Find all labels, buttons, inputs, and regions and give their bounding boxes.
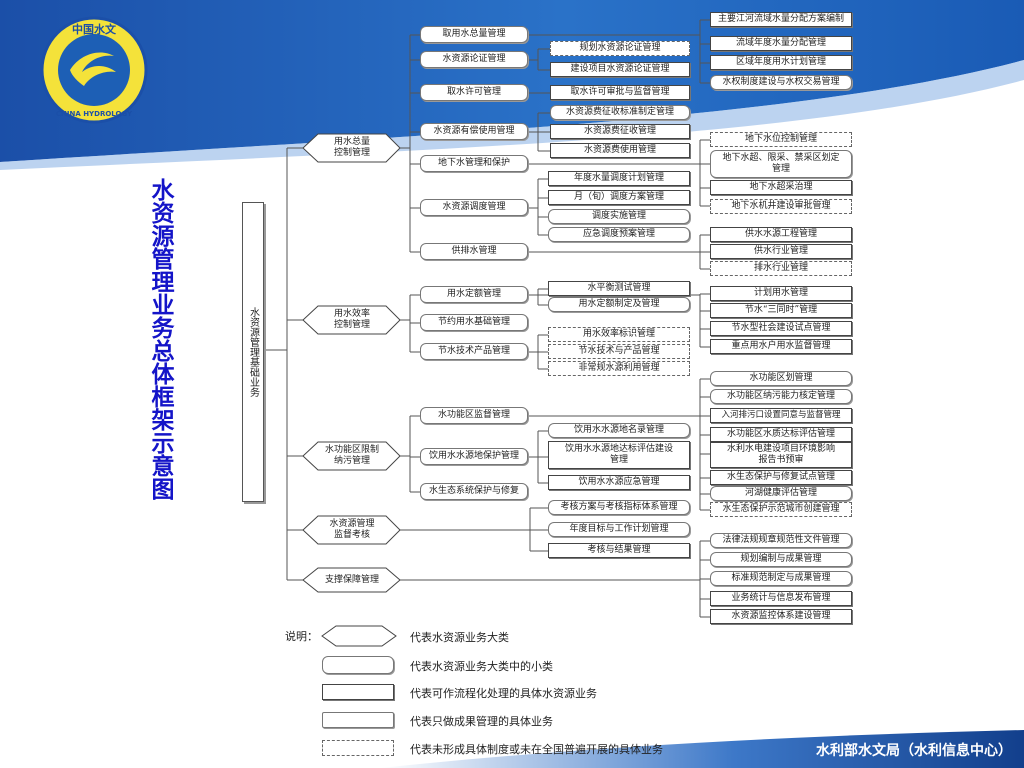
middle-node: 规划水资源论证管理 bbox=[550, 41, 690, 56]
middle-node: 取水许可审批与监督管理 bbox=[550, 85, 690, 100]
subcat-node: 取水许可管理 bbox=[420, 84, 528, 101]
right-node: 地下水机井建设审批管理 bbox=[710, 199, 852, 214]
right-node: 节水“三同时”管理 bbox=[710, 303, 852, 318]
legend-category-shape bbox=[321, 625, 397, 647]
middle-node: 水平衡测试管理 bbox=[548, 281, 690, 296]
subcat-node: 取用水总量管理 bbox=[420, 26, 528, 43]
category-shape bbox=[302, 133, 401, 163]
subcat-node: 节水技术产品管理 bbox=[420, 343, 528, 360]
right-node: 法律法规规章规范性文件管理 bbox=[710, 533, 852, 548]
middle-node: 节水技术与产品管理 bbox=[548, 344, 690, 359]
right-node: 节水型社会建设试点管理 bbox=[710, 321, 852, 336]
subcat-node: 水资源有偿使用管理 bbox=[420, 123, 528, 140]
middle-node: 年度水量调度计划管理 bbox=[548, 171, 690, 186]
middle-node: 考核与结果管理 bbox=[548, 543, 690, 558]
subcat-node: 水资源论证管理 bbox=[420, 51, 528, 68]
legend-text-process: 代表可作流程化处理的具体水资源业务 bbox=[410, 687, 597, 700]
right-node: 供水行业管理 bbox=[710, 244, 852, 259]
legend-leaf-sample bbox=[322, 684, 394, 700]
legend-subcat-sample bbox=[322, 656, 394, 674]
logo-cn-text: 中国水文 bbox=[72, 22, 117, 36]
china-hydrology-logo: 中国水文 CHINA HYDROLOGY bbox=[40, 16, 148, 124]
right-node: 业务统计与信息发布管理 bbox=[710, 591, 852, 606]
subcat-node: 水生态系统保护与修复 bbox=[420, 483, 528, 500]
right-node: 流域年度水量分配管理 bbox=[710, 36, 852, 51]
category-pollution-limit: 水功能区限制 纳污管理 bbox=[324, 445, 379, 466]
right-node: 水功能区水质达标评估管理 bbox=[710, 427, 852, 442]
right-node: 地下水超采治理 bbox=[710, 180, 852, 195]
middle-node: 用水定额制定及管理 bbox=[548, 297, 690, 312]
right-node: 计划用水管理 bbox=[710, 286, 852, 301]
category-shape bbox=[302, 305, 401, 335]
subcat-node: 饮用水水源地保护管理 bbox=[420, 448, 528, 465]
subcat-node: 水功能区监督管理 bbox=[420, 407, 528, 424]
middle-node: 考核方案与考核指标体系管理 bbox=[548, 500, 690, 515]
right-node: 水生态保护与修复试点管理 bbox=[710, 470, 852, 485]
category-water-efficiency: 用水效率 控制管理 bbox=[333, 309, 370, 330]
category-shape bbox=[302, 567, 401, 593]
legend-text-result: 代表只做成果管理的具体业务 bbox=[410, 715, 553, 728]
middle-node: 水资源费使用管理 bbox=[550, 143, 690, 158]
logo-en-text: CHINA HYDROLOGY bbox=[56, 110, 133, 118]
right-node: 主要江河流域水量分配方案编制 bbox=[710, 12, 852, 27]
middle-node: 建设项目水资源论证管理 bbox=[550, 62, 690, 77]
right-node: 规划编制与成果管理 bbox=[710, 552, 852, 567]
category-support: 支撑保障管理 bbox=[324, 574, 379, 585]
middle-node: 水资源费征收管理 bbox=[550, 124, 690, 139]
right-node: 地下水位控制管理 bbox=[710, 132, 852, 147]
right-node: 区域年度用水计划管理 bbox=[710, 55, 852, 70]
root-node: 水资源管理基础业务 bbox=[242, 202, 264, 502]
middle-node: 年度目标与工作计划管理 bbox=[548, 522, 690, 537]
category-shape bbox=[302, 441, 401, 471]
legend-label: 说明： bbox=[285, 630, 318, 643]
middle-node: 饮用水水源地名录管理 bbox=[548, 423, 690, 438]
legend-result-sample bbox=[322, 712, 394, 728]
right-node: 水功能区纳污能力核定管理 bbox=[710, 389, 852, 404]
subcat-node: 水资源调度管理 bbox=[420, 199, 528, 216]
footer-organization: 水利部水文局（水利信息中心） bbox=[816, 743, 1012, 759]
right-node: 供水水源工程管理 bbox=[710, 227, 852, 242]
page-title: 水资源管理业务总体框架示意图 bbox=[147, 178, 174, 500]
footer-band bbox=[380, 730, 1024, 768]
right-node: 水利水电建设项目环境影响 报告书预审 bbox=[710, 442, 852, 468]
middle-node: 饮用水水源应急管理 bbox=[548, 475, 690, 490]
right-node: 入河排污口设置同意与监督管理 bbox=[710, 408, 852, 423]
middle-node: 水资源费征收标准制定管理 bbox=[550, 105, 690, 120]
right-node: 水生态保护示范城市创建管理 bbox=[710, 502, 852, 517]
right-node: 水资源监控体系建设管理 bbox=[710, 609, 852, 624]
right-node: 水功能区划管理 bbox=[710, 371, 852, 386]
legend-text-category: 代表水资源业务大类 bbox=[410, 631, 509, 644]
legend-text-subcat: 代表水资源业务大类中的小类 bbox=[410, 660, 553, 673]
right-node: 标准规范制定与成果管理 bbox=[710, 571, 852, 586]
legend-text-unformed: 代表未形成具体制度或未在全国普遍开展的具体业务 bbox=[410, 743, 663, 756]
subcat-node: 地下水管理和保护 bbox=[420, 155, 528, 172]
header-wave-light bbox=[0, 60, 1024, 170]
category-supervision: 水资源管理 监督考核 bbox=[329, 519, 375, 540]
right-node: 河湖健康评估管理 bbox=[710, 486, 852, 501]
right-node: 地下水超、限采、禁采区划定 管理 bbox=[710, 150, 852, 178]
middle-node: 非常规水源利用管理 bbox=[548, 361, 690, 376]
middle-node: 调度实施管理 bbox=[548, 209, 690, 224]
middle-node: 饮用水水源地达标评估建设 管理 bbox=[548, 441, 690, 469]
category-shape bbox=[302, 515, 401, 545]
middle-node: 用水效率标识管理 bbox=[548, 327, 690, 342]
subcat-node: 用水定额管理 bbox=[420, 286, 528, 303]
category-water-total: 用水总量 控制管理 bbox=[333, 137, 370, 158]
legend-dash-sample bbox=[322, 740, 394, 756]
right-node: 排水行业管理 bbox=[710, 261, 852, 276]
subcat-node: 节约用水基础管理 bbox=[420, 314, 528, 331]
subcat-node: 供排水管理 bbox=[420, 243, 528, 260]
middle-node: 月（旬）调度方案管理 bbox=[548, 190, 690, 205]
right-node: 水权制度建设与水权交易管理 bbox=[710, 75, 852, 90]
right-node: 重点用水户用水监督管理 bbox=[710, 339, 852, 354]
middle-node: 应急调度预案管理 bbox=[548, 227, 690, 242]
